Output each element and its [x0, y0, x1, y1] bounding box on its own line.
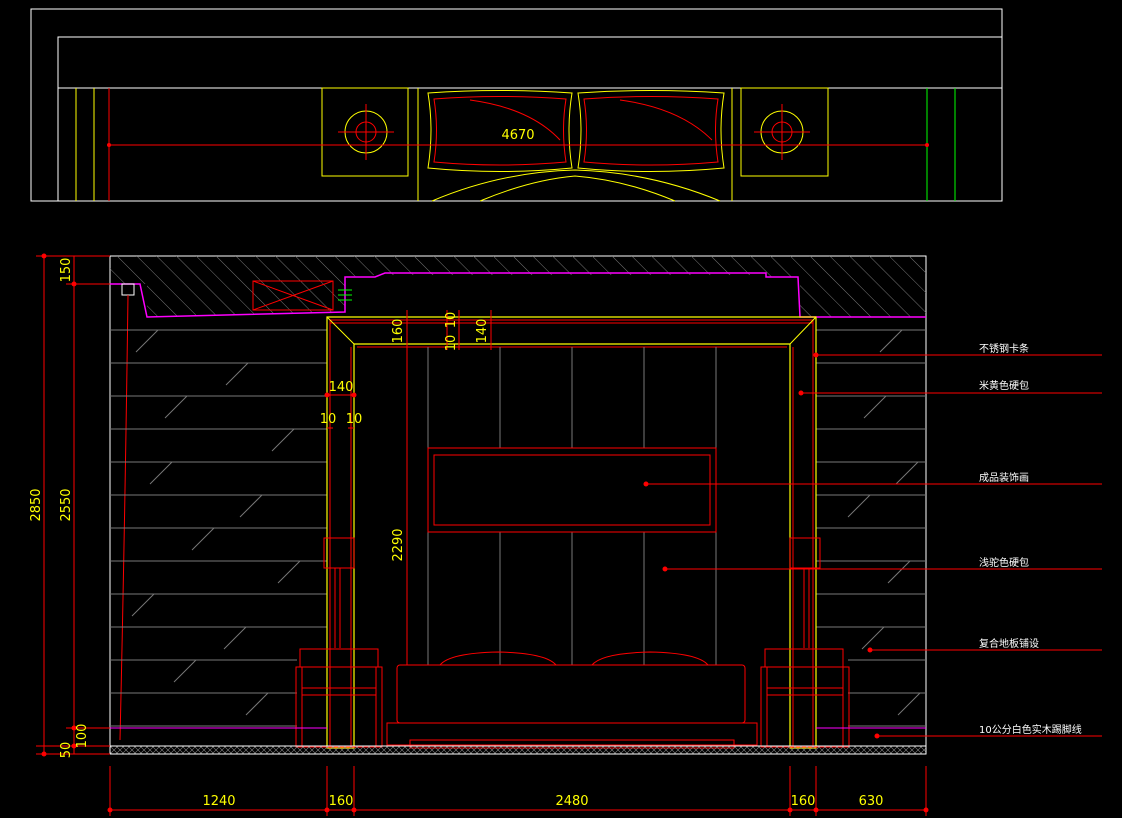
frame-head-label: 160: [391, 319, 406, 344]
width-label-2: 160: [329, 794, 354, 809]
frame-gap-bottom-left: 10: [444, 335, 459, 352]
material-label-camel-panel: 浅驼色硬包: [979, 556, 1029, 569]
right-wall-panels: [816, 329, 926, 727]
wall-light-right: [789, 537, 821, 569]
decorative-painting: [427, 447, 717, 533]
opening-height-label: 2290: [391, 528, 406, 561]
width-label-4: 160: [791, 794, 816, 809]
width-label-3: 2480: [555, 794, 588, 809]
wall-light-left: [323, 537, 355, 569]
height-base-label: 50: [59, 742, 74, 759]
nightstand-left-elevation: [295, 648, 383, 748]
material-label-beige-panel: 米黄色硬包: [979, 379, 1029, 392]
plan-nightstand-right: [740, 87, 829, 177]
height-skirting-label: 100: [75, 724, 90, 749]
elevation-view: 2850 2550 150 100 50 160 10 10 140 140 1…: [29, 253, 1102, 816]
nightstand-right-elevation: [760, 648, 850, 748]
height-room-label: 2550: [59, 488, 74, 521]
curtain-line: [119, 294, 129, 741]
ceiling-hatch: [110, 256, 926, 317]
frame-head-inner-label: 140: [475, 319, 490, 344]
ceiling-profile: [110, 272, 926, 318]
plan-width-label: 4670: [501, 128, 534, 143]
material-label-floor: 复合地板铺设: [979, 637, 1039, 650]
bed-elevation: [386, 651, 758, 749]
horizontal-dimensions: [107, 766, 929, 816]
height-overall-label: 2850: [29, 488, 44, 521]
frame-side-gap-right-label: 10: [346, 412, 363, 427]
plan-headboard-band: [57, 36, 1003, 89]
vertical-dimensions: [36, 253, 110, 757]
material-label-steel-strip: 不锈钢卡条: [979, 342, 1029, 355]
material-leaders: [643, 352, 1102, 739]
material-label-skirting: 10公分白色实木踢脚线: [979, 723, 1082, 736]
height-ceiling-label: 150: [59, 258, 74, 283]
floor-hatch: [109, 745, 927, 755]
left-wall-panels: [110, 329, 327, 727]
frame-dimensions: [324, 310, 492, 429]
width-label-5: 630: [859, 794, 884, 809]
material-label-painting: 成品装饰画: [979, 471, 1029, 484]
plan-bed: [417, 88, 733, 202]
frame-side-gap-left-label: 10: [320, 412, 337, 427]
frame-side-width-label: 140: [329, 380, 354, 395]
frame-gap-top-left: 10: [444, 312, 459, 329]
width-label-1: 1240: [202, 794, 235, 809]
plan-dimension: 4670: [107, 128, 929, 147]
plan-nightstand-left: [321, 87, 409, 177]
plan-view: 4670: [30, 8, 1003, 202]
plan-outline: [30, 8, 1003, 202]
air-conditioner: [252, 280, 352, 311]
